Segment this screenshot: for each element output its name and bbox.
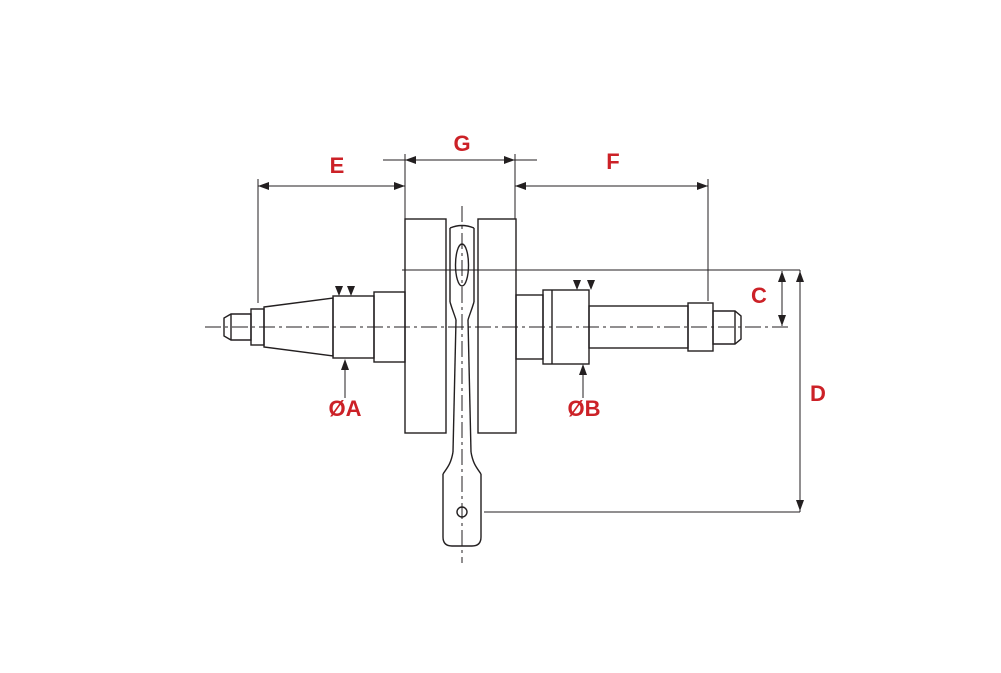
label-f: F xyxy=(606,149,619,174)
rod-shank-left xyxy=(452,319,457,453)
label-g: G xyxy=(453,131,470,156)
arrowhead-icon xyxy=(341,359,349,370)
arrowhead-icon xyxy=(697,182,708,190)
dimension-e xyxy=(257,154,406,303)
arrowhead-icon xyxy=(796,500,804,511)
label-dia-b: ØB xyxy=(568,396,601,421)
dimension-g xyxy=(383,154,537,219)
arrowhead-icon xyxy=(796,271,804,282)
crank-pin xyxy=(454,243,470,287)
left-flywheel-web xyxy=(404,218,447,434)
small-end-bore xyxy=(456,506,468,518)
label-dia-a: ØA xyxy=(329,396,362,421)
dimension-d xyxy=(484,270,804,513)
left-shaft xyxy=(223,291,406,363)
arrowhead-icon xyxy=(335,286,343,296)
arrowhead-icon xyxy=(587,280,595,290)
dimension-dia-a xyxy=(335,286,355,398)
label-d: D xyxy=(810,381,826,406)
dimension-dia-b xyxy=(573,280,595,398)
centerlines xyxy=(205,206,790,563)
small-end-flare-left xyxy=(442,451,454,475)
label-e: E xyxy=(330,153,345,178)
arrowhead-icon xyxy=(515,182,526,190)
dimension-labels: E G F C D ØA ØB xyxy=(329,131,826,421)
small-end-body xyxy=(442,474,482,547)
right-shaft xyxy=(515,289,742,365)
dimension-c xyxy=(402,269,800,326)
arrowhead-icon xyxy=(504,156,515,164)
arrowhead-icon xyxy=(347,286,355,296)
arrowhead-icon xyxy=(258,182,269,190)
connecting-rod xyxy=(442,224,482,547)
big-end-top xyxy=(449,224,475,229)
arrowhead-icon xyxy=(778,315,786,326)
crankshaft-body xyxy=(223,218,742,547)
right-flywheel-web xyxy=(477,218,517,434)
dimension-f xyxy=(515,179,709,301)
small-end-flare-right xyxy=(470,451,482,475)
arrowhead-icon xyxy=(579,364,587,375)
arrowhead-icon xyxy=(573,280,581,290)
rod-shank-right xyxy=(467,319,472,453)
arrowhead-icon xyxy=(394,182,405,190)
big-end-transition-right xyxy=(467,301,475,321)
label-c: C xyxy=(751,283,767,308)
arrowhead-icon xyxy=(778,271,786,282)
big-end-transition-left xyxy=(449,301,457,321)
arrowhead-icon xyxy=(405,156,416,164)
